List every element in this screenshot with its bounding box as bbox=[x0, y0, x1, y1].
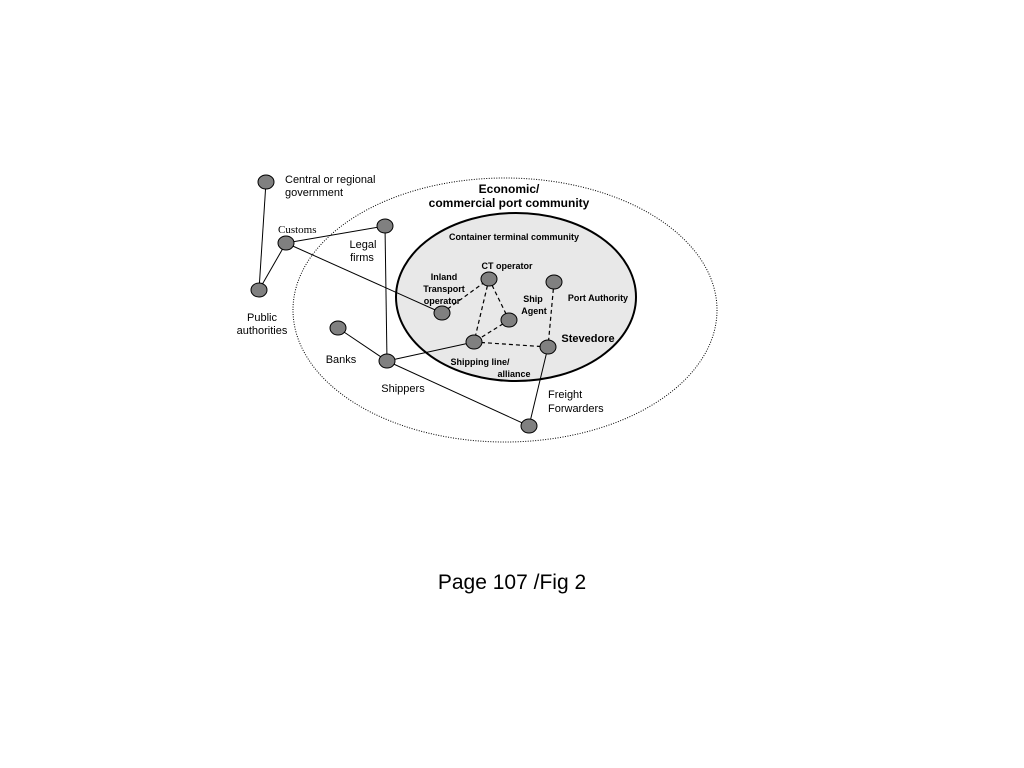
node-legal-firms bbox=[376, 218, 394, 234]
node-shippers bbox=[378, 353, 396, 369]
edge-customs-public bbox=[258, 242, 287, 291]
node-public-authorities bbox=[250, 282, 268, 298]
label-public-authorities-line1: Public bbox=[247, 312, 277, 324]
inner-community-title: Container terminal community bbox=[449, 232, 579, 242]
outer-community-boundary bbox=[292, 177, 718, 443]
label-customs: Customs bbox=[278, 224, 317, 236]
outer-community-title-line1: Economic/ bbox=[479, 182, 540, 196]
node-shipping-line bbox=[465, 334, 483, 350]
label-inland-transport-line2: Transport bbox=[423, 284, 465, 294]
label-ship-agent-line1: Ship bbox=[523, 294, 543, 304]
label-freight-forwarders-line1: Freight bbox=[548, 389, 582, 401]
node-ship-agent bbox=[500, 312, 518, 328]
label-ship-agent-line2: Agent bbox=[521, 306, 547, 316]
edge-banks-shippers bbox=[337, 327, 388, 362]
edge-legal-shippers bbox=[384, 225, 388, 362]
outer-community-title-line2: commercial port community bbox=[429, 196, 590, 210]
label-central-government-line1: Central or regional bbox=[285, 174, 376, 186]
label-ct-operator: CT operator bbox=[481, 261, 533, 271]
node-ct-operator bbox=[480, 271, 498, 287]
edge-customs-legal bbox=[285, 225, 386, 244]
label-banks: Banks bbox=[326, 354, 357, 366]
label-stevedore: Stevedore bbox=[561, 333, 614, 345]
container-terminal-community-boundary bbox=[395, 212, 637, 382]
label-inland-transport-line3: operator bbox=[424, 296, 461, 306]
node-freight-forwarders bbox=[520, 418, 538, 434]
label-central-government-line2: government bbox=[285, 187, 343, 199]
edge-shippers-shipping bbox=[386, 341, 475, 362]
label-shippers: Shippers bbox=[381, 383, 425, 395]
label-inland-transport-line1: Inland bbox=[431, 272, 458, 282]
figure-caption: Page 107 /Fig 2 bbox=[437, 571, 587, 594]
node-port-authority bbox=[545, 274, 563, 290]
label-shipping-line-line2: alliance bbox=[497, 369, 530, 379]
node-customs bbox=[277, 235, 295, 251]
label-freight-forwarders-line2: Forwarders bbox=[548, 403, 604, 415]
label-legal-firms-line2: firms bbox=[350, 252, 374, 264]
label-public-authorities-line2: authorities bbox=[237, 325, 288, 337]
edge-shipping-stevedore bbox=[473, 341, 549, 348]
node-central-government bbox=[257, 174, 275, 190]
label-shipping-line-line1: Shipping line/ bbox=[451, 357, 510, 367]
edge-inland-ct bbox=[441, 278, 490, 314]
label-legal-firms-line1: Legal bbox=[350, 239, 377, 251]
node-banks bbox=[329, 320, 347, 336]
edge-shippers-forwarders bbox=[386, 360, 530, 427]
edge-forwarders-stevedore bbox=[528, 346, 549, 427]
edge-ct-shipping bbox=[473, 278, 490, 343]
edge-customs-inland bbox=[285, 242, 443, 314]
node-stevedore bbox=[539, 339, 557, 355]
edge-government-public bbox=[258, 181, 267, 291]
node-inland-transport bbox=[433, 305, 451, 321]
label-port-authority: Port Authority bbox=[568, 293, 628, 303]
edge-port-stevedore bbox=[547, 281, 555, 348]
